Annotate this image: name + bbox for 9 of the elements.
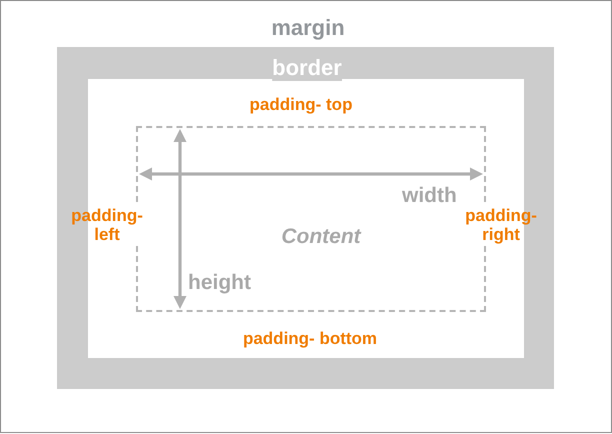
border-band [57,47,554,389]
dimension-label: width [402,184,457,208]
content-label: Content [281,225,361,249]
padding-label: padding- bottom [242,329,378,348]
margin-label: margin [271,16,345,41]
padding-label: padding- left [71,206,143,244]
padding-label: padding- top [250,95,352,114]
padding-label: padding- right [465,206,537,244]
dimension-label: height [188,271,251,295]
